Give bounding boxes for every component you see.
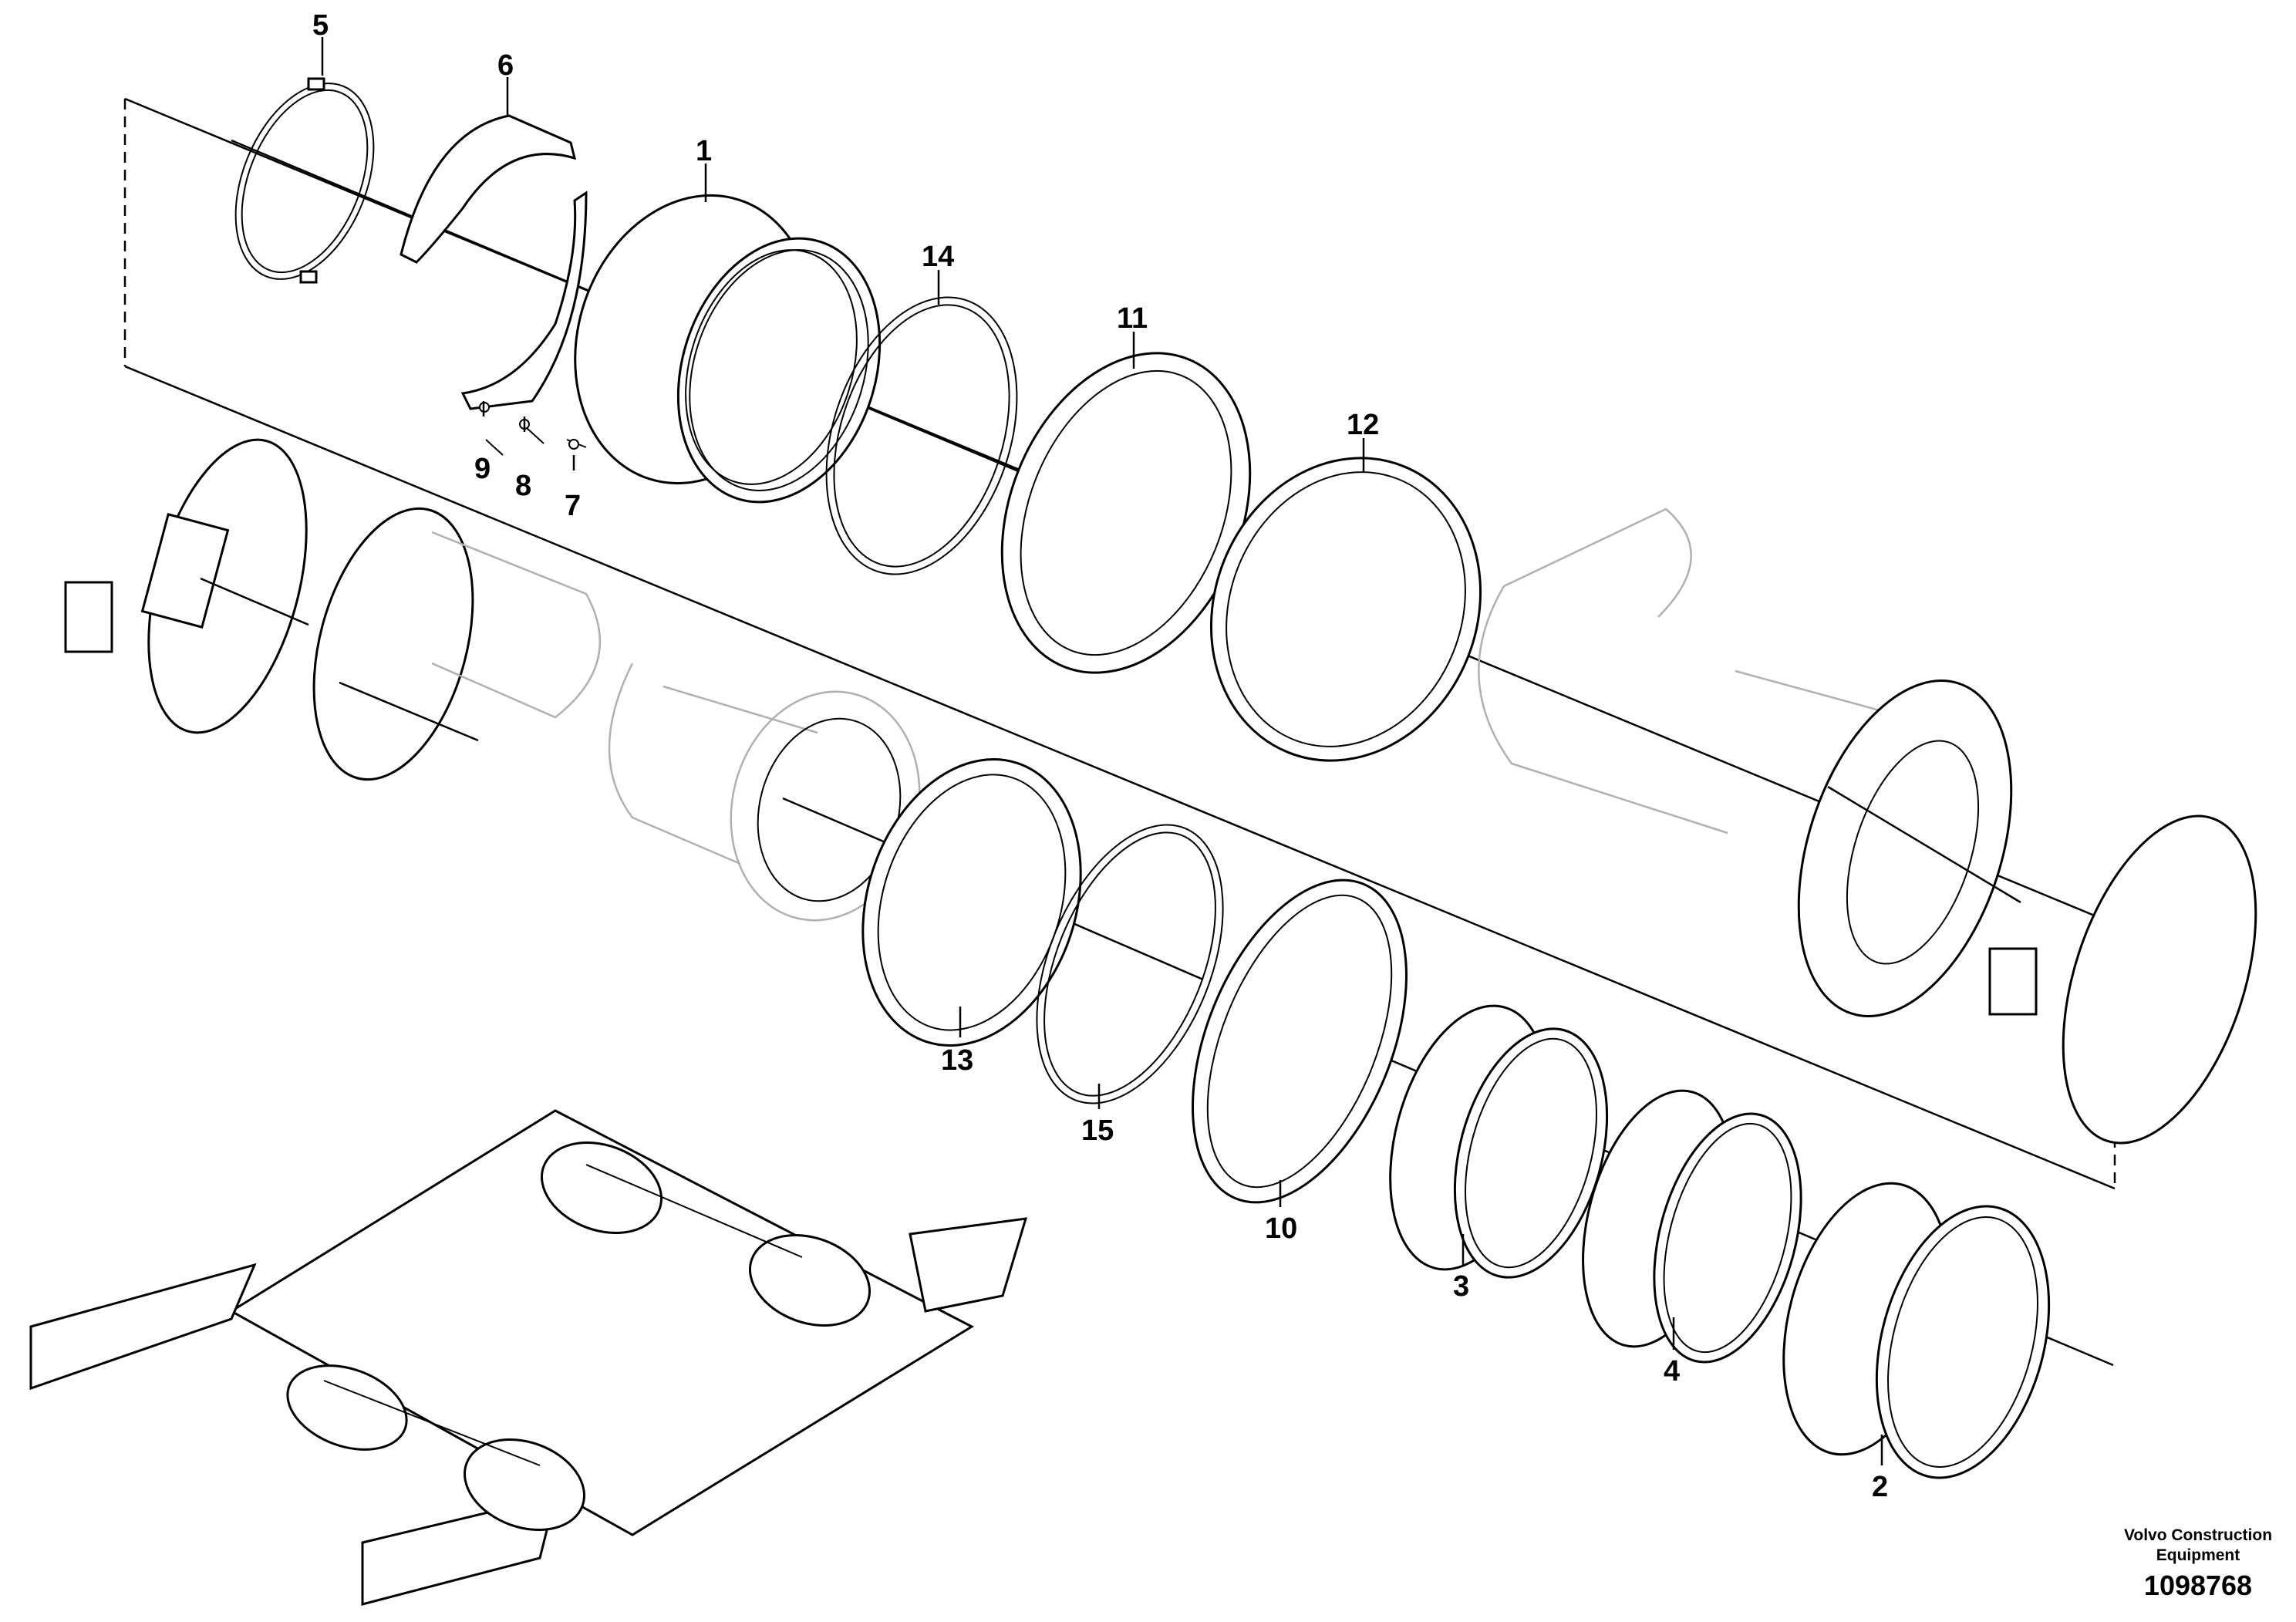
callout-14: 14 <box>922 241 954 273</box>
part-5-snap-ring <box>234 77 375 284</box>
part-4-sleeve <box>1582 1089 1802 1364</box>
callout-10: 10 <box>1265 1212 1297 1245</box>
left-cylinder-end <box>200 577 921 922</box>
callout-12: 12 <box>1347 409 1379 441</box>
left-cylinder-ghost <box>431 531 818 865</box>
left-end-housing <box>64 438 474 781</box>
callout-5: 5 <box>312 9 329 42</box>
callout-3: 3 <box>1453 1270 1469 1303</box>
undercarriage-frame-illustration <box>29 1109 1028 1606</box>
brand-name-line-2: Equipment <box>2156 1546 2240 1564</box>
part-12-split-plate <box>1209 457 1482 762</box>
part-1-bearing-sleeve <box>574 194 882 504</box>
right-cylinder-ghost <box>1478 508 1906 835</box>
callout-6: 6 <box>497 49 514 82</box>
callout-1: 1 <box>696 135 712 167</box>
part-6-retaining-segments <box>400 114 588 456</box>
callout-4: 4 <box>1664 1355 1680 1388</box>
callout-11: 11 <box>1117 302 1148 335</box>
screws-7-8-9 <box>479 402 579 450</box>
leader-lines <box>321 37 1883 1465</box>
part-15-o-ring <box>1036 824 1224 1104</box>
callout-13: 13 <box>941 1044 973 1077</box>
callouts: 5 6 1 14 11 12 9 8 7 13 15 10 3 4 2 <box>312 9 1888 1503</box>
callout-2: 2 <box>1872 1471 1888 1503</box>
right-end-housing <box>1797 679 2257 1145</box>
callout-7: 7 <box>565 490 581 522</box>
part-2-sleeve <box>1782 1182 2051 1479</box>
callout-15: 15 <box>1081 1114 1114 1147</box>
diagram-number: 1098768 <box>2143 1570 2253 1601</box>
callout-9: 9 <box>474 453 491 485</box>
callout-8: 8 <box>515 470 531 502</box>
part-10-shim-ring <box>1192 878 1408 1204</box>
part-11-shim-ring <box>1000 352 1252 674</box>
part-14-o-ring <box>825 296 1018 575</box>
brand-name-line-1: Volvo Construction <box>2123 1526 2273 1544</box>
part-3-sleeve <box>1389 1004 1609 1279</box>
part-13-split-plate <box>861 758 1082 1047</box>
